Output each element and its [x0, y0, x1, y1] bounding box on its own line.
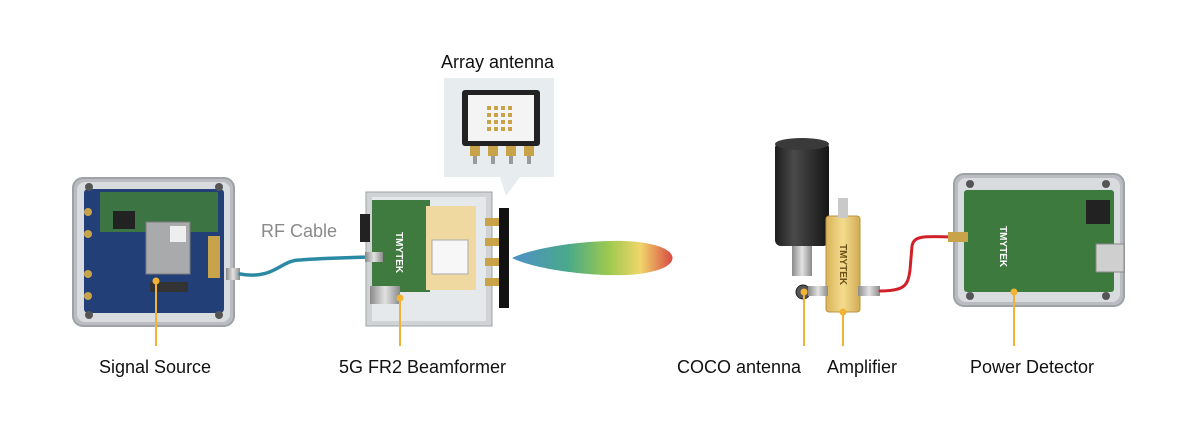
- radiation-beam: [512, 240, 673, 276]
- antenna-element-grid: [487, 106, 512, 131]
- callout-lines: [152, 277, 1018, 346]
- rf-cable-label: RF Cable: [261, 221, 338, 241]
- signal-source-label: Signal Source: [99, 357, 212, 377]
- rf-cable: [238, 255, 372, 277]
- red-cable: [878, 235, 954, 293]
- array-antenna-callout: [444, 78, 554, 196]
- coco-antenna-label: COCO antenna: [677, 357, 802, 377]
- signal-source-device: [72, 177, 240, 327]
- beamformer-label: 5G FR2 Beamformer: [339, 357, 507, 377]
- beamformer-brand: TMYTEK: [393, 232, 404, 274]
- power-detector-device: TMYTEK: [948, 173, 1125, 307]
- coco-antenna-device: [775, 138, 829, 300]
- amplifier-brand: TMYTEK: [837, 244, 848, 286]
- power-detector-label: Power Detector: [970, 357, 1095, 377]
- array-antenna-label: Array antenna: [441, 52, 555, 72]
- amplifier-label: Amplifier: [827, 357, 898, 377]
- beamformer-device: TMYTEK: [360, 191, 509, 327]
- amplifier-device: TMYTEK: [808, 198, 880, 313]
- power-detector-brand: TMYTEK: [997, 226, 1008, 268]
